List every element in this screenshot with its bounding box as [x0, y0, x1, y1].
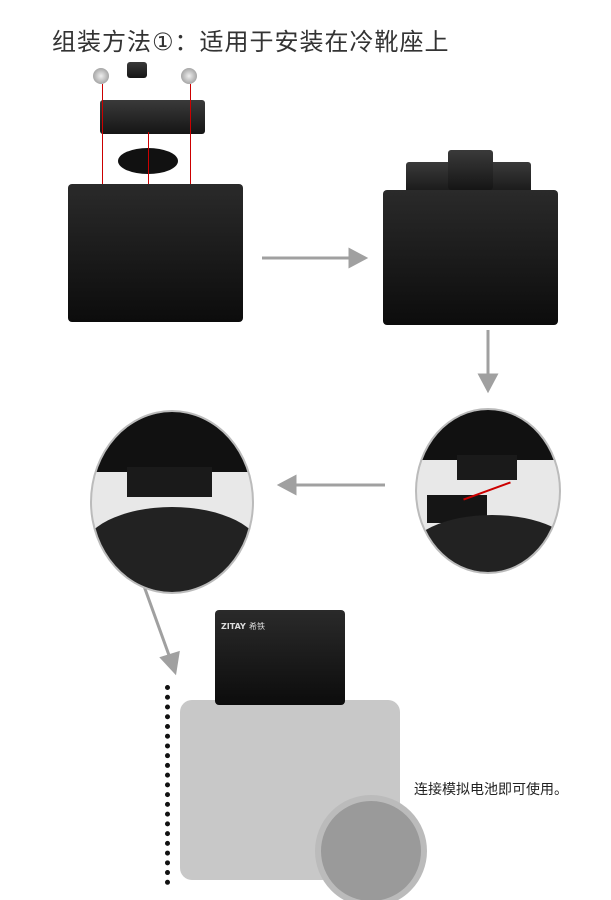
- coiled-cable: [165, 685, 184, 885]
- screw-right: [181, 68, 197, 84]
- step1-exploded-view: [60, 60, 245, 325]
- battery-box: [383, 190, 558, 325]
- arrow-diagonal-head-icon: [159, 650, 180, 676]
- cap-piece: [448, 150, 493, 190]
- guide-line: [102, 84, 103, 194]
- brand-label: ZITAY: [221, 622, 246, 631]
- battery-box: [68, 184, 243, 322]
- detail-circle-sliding: [415, 408, 561, 574]
- camera-with-device: ZITAY 希铁: [165, 595, 427, 900]
- battery-device: ZITAY 希铁: [215, 610, 345, 705]
- step2-assembled-view: [378, 150, 563, 325]
- arrow-right-head-icon: [348, 247, 369, 269]
- arrow-down-head-icon: [477, 373, 499, 394]
- guide-line: [148, 132, 149, 192]
- detail-circle-mounted: [90, 410, 254, 594]
- caption: 连接模拟电池即可使用。: [414, 782, 568, 798]
- brand-cn-label: 希铁: [249, 622, 265, 631]
- cap-piece: [127, 62, 147, 78]
- screw-left: [93, 68, 109, 84]
- page-title: 组装方法①：适用于安装在冷靴座上: [52, 28, 450, 56]
- guide-arrow: [463, 481, 511, 501]
- camera-lens: [315, 795, 427, 900]
- arrow-left-head-icon: [276, 474, 297, 496]
- mount-plate: [100, 100, 205, 134]
- guide-line: [190, 84, 191, 194]
